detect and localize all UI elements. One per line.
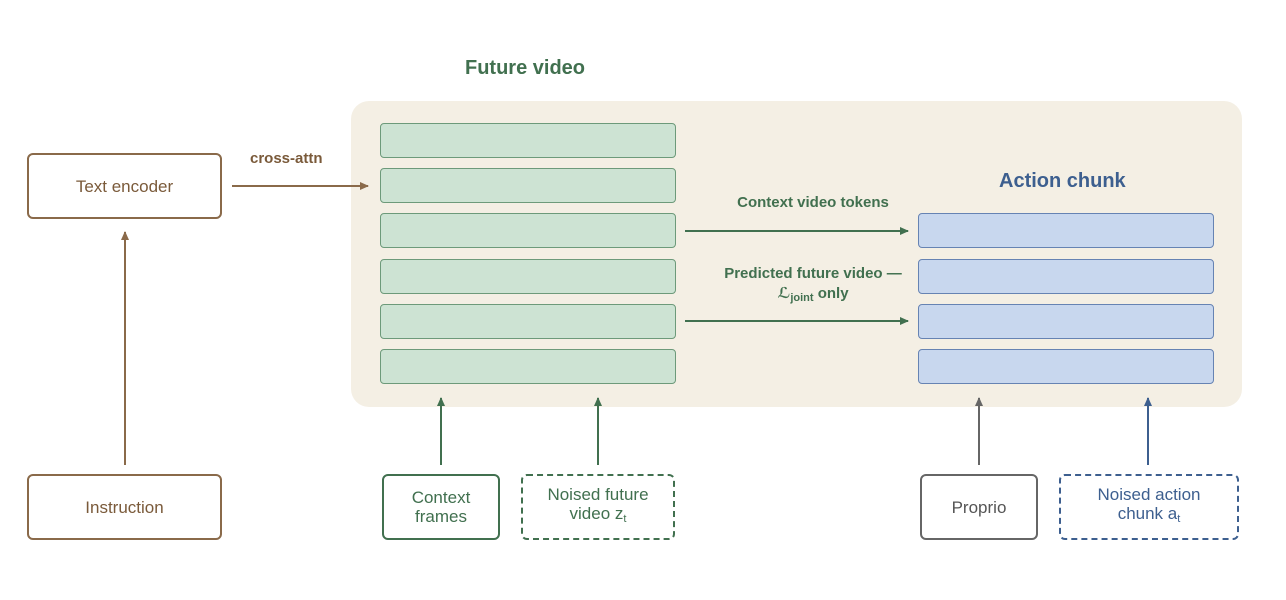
context-tokens-label: Context video tokens (737, 194, 889, 211)
video-token-bar (380, 259, 676, 294)
only-text: only (817, 285, 849, 302)
instruction-box: Instruction (27, 474, 222, 540)
proprio-label: Proprio (951, 497, 1007, 517)
predicted-video-line1: Predicted future video — (724, 265, 902, 282)
loss-subscript: joint (790, 292, 814, 304)
instruction-label: Instruction (85, 497, 164, 517)
predicted-video-line2: ℒjoint only (690, 284, 936, 308)
text-encoder-box: Text encoder (27, 153, 222, 219)
video-token-bar (380, 304, 676, 339)
text-encoder-label: Text encoder (75, 176, 174, 196)
context-frames-box: Context frames (382, 474, 500, 540)
video-token-bar (380, 168, 676, 203)
video-token-bar (380, 349, 676, 384)
noised-video-text: Noised future video z (547, 485, 649, 523)
video-token-bar (380, 213, 676, 248)
noised-video-subscript: t (623, 513, 627, 525)
noised-action-subscript: t (1177, 513, 1181, 525)
action-token-bar (918, 349, 1214, 384)
loss-symbol: ℒ (777, 285, 791, 302)
noised-video-box: Noised future video zt (521, 474, 675, 540)
future-video-title: Future video (465, 57, 586, 79)
video-token-bar (380, 123, 676, 158)
noised-video-label: Noised future video zt (538, 485, 658, 529)
noised-action-text: Noised action chunk a (1097, 485, 1201, 523)
cross-attn-label: cross-attn (250, 150, 323, 167)
context-frames-label: Context frames (411, 488, 471, 526)
action-token-bar (918, 213, 1214, 248)
noised-action-label: Noised action chunk at (1084, 485, 1214, 529)
action-token-bar (918, 304, 1214, 339)
proprio-box: Proprio (920, 474, 1038, 540)
action-chunk-title: Action chunk (999, 170, 1126, 192)
action-token-bar (918, 259, 1214, 294)
predicted-video-label: Predicted future video — ℒjoint only (690, 264, 936, 308)
noised-action-box: Noised action chunk at (1059, 474, 1239, 540)
